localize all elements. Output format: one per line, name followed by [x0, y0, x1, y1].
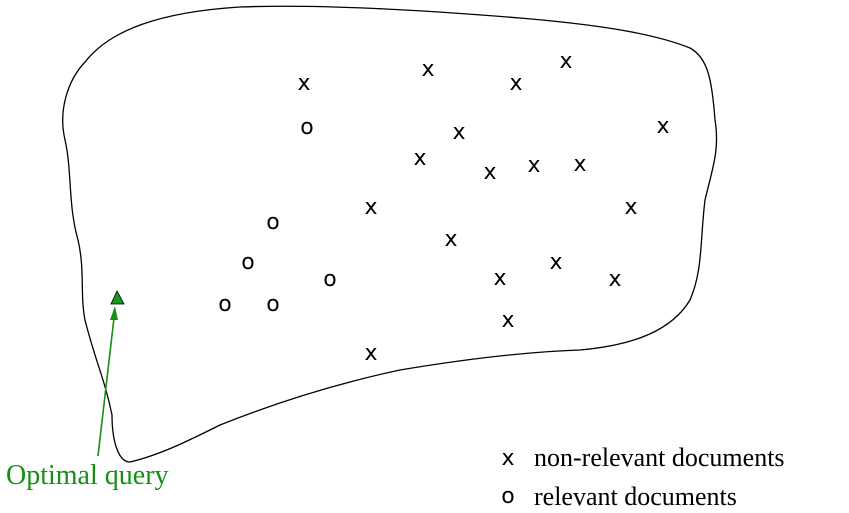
- optimal-query-marker: [110, 290, 125, 305]
- legend-nonrelevant-label: non-relevant documents: [534, 443, 785, 472]
- nonrelevant-doc: x: [624, 195, 637, 220]
- relevant-doc: o: [241, 250, 254, 275]
- relevant-doc: o: [266, 292, 279, 317]
- nonrelevant-doc: x: [608, 267, 621, 292]
- relevant-documents: o o o o o o: [218, 115, 336, 317]
- nonrelevant-doc: x: [297, 71, 310, 96]
- legend: x non-relevant documents o relevant docu…: [501, 443, 784, 511]
- nonrelevant-doc: x: [493, 266, 506, 291]
- relevant-doc: o: [266, 210, 279, 235]
- legend-relevant-symbol: o: [501, 484, 514, 509]
- document-space-boundary: [62, 5, 718, 463]
- nonrelevant-doc: x: [509, 71, 522, 96]
- optimal-query-label: Optimal query: [6, 460, 169, 491]
- nonrelevant-documents: x x x x x x x x x x x x x x x x x x: [297, 49, 669, 366]
- query-arrow-line: [97, 317, 115, 457]
- nonrelevant-doc: x: [421, 57, 434, 82]
- nonrelevant-doc: x: [364, 341, 377, 366]
- relevant-doc: o: [218, 292, 231, 317]
- nonrelevant-doc: x: [549, 250, 562, 275]
- nonrelevant-doc: x: [483, 160, 496, 185]
- legend-nonrelevant-symbol: x: [501, 446, 514, 471]
- nonrelevant-doc: x: [413, 146, 426, 171]
- nonrelevant-doc: x: [501, 308, 514, 333]
- nonrelevant-doc: x: [573, 152, 586, 177]
- nonrelevant-doc: x: [656, 114, 669, 139]
- nonrelevant-doc: x: [527, 153, 540, 178]
- nonrelevant-doc: x: [444, 227, 457, 252]
- nonrelevant-doc: x: [452, 120, 465, 145]
- nonrelevant-doc: x: [559, 49, 572, 74]
- legend-relevant-label: relevant documents: [534, 482, 737, 511]
- optimal-query: Optimal query: [6, 290, 169, 491]
- nonrelevant-doc: x: [364, 195, 377, 220]
- query-arrow-head-icon: [110, 306, 118, 320]
- relevant-doc: o: [323, 267, 336, 292]
- relevant-doc: o: [300, 115, 313, 140]
